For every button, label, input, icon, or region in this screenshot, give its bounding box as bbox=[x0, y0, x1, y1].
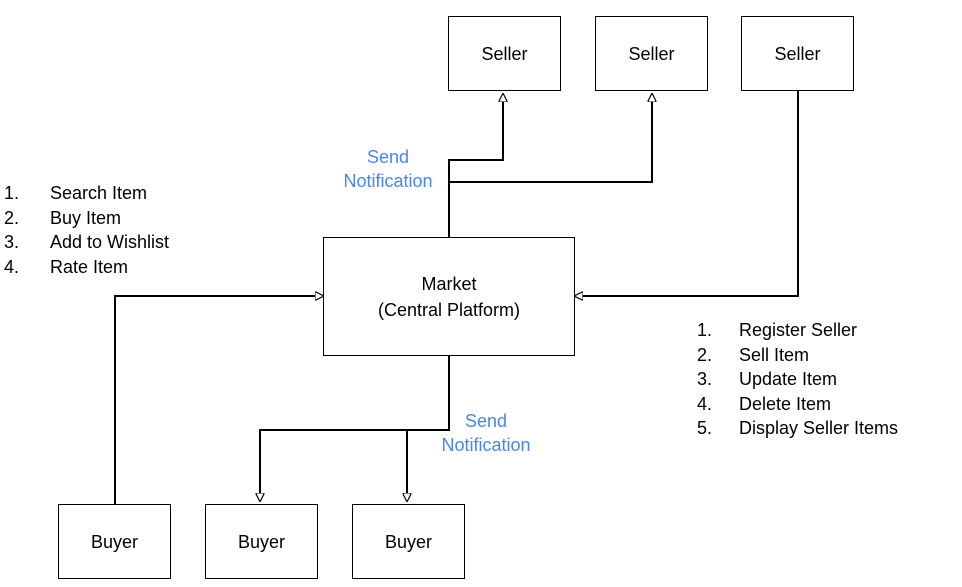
market-subtitle: (Central Platform) bbox=[377, 299, 521, 320]
list-text: Rate Item bbox=[50, 256, 129, 277]
list-number: 3. bbox=[4, 232, 20, 252]
market-to-seller-1-arrow bbox=[448, 94, 503, 238]
list-text: Add to Wishlist bbox=[50, 232, 170, 252]
list-text: Sell Item bbox=[739, 344, 810, 365]
seller-actions-list: 1. Register Seller 2. Sell Item 3. Updat… bbox=[697, 318, 898, 441]
list-item: 3. Update Item bbox=[697, 367, 898, 392]
seller-label: Seller bbox=[628, 43, 675, 64]
list-text: Search Item bbox=[50, 183, 148, 203]
list-number: 2. bbox=[697, 344, 713, 365]
buyer-label: Buyer bbox=[237, 531, 286, 552]
list-number: 1. bbox=[697, 320, 713, 340]
seller-box-3: Seller bbox=[741, 16, 854, 91]
list-item: 1. Search Item bbox=[4, 181, 169, 206]
list-number: 4. bbox=[697, 393, 713, 414]
list-text: Buy Item bbox=[50, 207, 122, 228]
list-text: Delete Item bbox=[739, 393, 832, 414]
notification-line: Notification bbox=[441, 435, 531, 455]
buyer-box-1: Buyer bbox=[58, 504, 171, 579]
list-item: 3. Add to Wishlist bbox=[4, 230, 169, 255]
list-item: 2. Buy Item bbox=[4, 206, 169, 231]
buyer-label: Buyer bbox=[90, 531, 139, 552]
market-box: Market (Central Platform) bbox=[323, 237, 575, 356]
notification-line: Send bbox=[366, 147, 410, 167]
seller-box-1: Seller bbox=[448, 16, 561, 91]
seller-label: Seller bbox=[481, 43, 528, 64]
list-number: 4. bbox=[4, 256, 20, 277]
buyer-box-2: Buyer bbox=[205, 504, 318, 579]
list-item: 5. Display Seller Items bbox=[697, 416, 898, 441]
list-item: 4. Rate Item bbox=[4, 255, 169, 280]
buyer-label: Buyer bbox=[384, 531, 433, 552]
seller-label: Seller bbox=[774, 43, 821, 64]
buyer-actions-list: 1. Search Item 2. Buy Item 3. Add to Wis… bbox=[4, 181, 169, 279]
buyer-box-3: Buyer bbox=[352, 504, 465, 579]
list-item: 2. Sell Item bbox=[697, 343, 898, 368]
list-item: 1. Register Seller bbox=[697, 318, 898, 343]
list-number: 3. bbox=[697, 369, 713, 389]
list-item: 4. Delete Item bbox=[697, 392, 898, 417]
list-number: 5. bbox=[697, 418, 713, 438]
seller-3-to-market-arrow bbox=[575, 91, 799, 296]
market-title: Market bbox=[421, 273, 477, 294]
list-number: 2. bbox=[4, 207, 20, 228]
list-text: Display Seller Items bbox=[739, 418, 899, 438]
seller-box-2: Seller bbox=[595, 16, 708, 91]
send-notification-top-label: Send Notification bbox=[326, 145, 450, 193]
market-to-buyer-2-arrow bbox=[260, 356, 450, 501]
list-text: Register Seller bbox=[739, 320, 858, 340]
notification-line: Notification bbox=[343, 171, 433, 191]
list-number: 1. bbox=[4, 183, 20, 203]
list-text: Update Item bbox=[739, 369, 838, 389]
market-to-seller-2-arrow bbox=[449, 94, 652, 183]
send-notification-bottom-label: Send Notification bbox=[424, 409, 548, 457]
buyer-1-to-market-arrow bbox=[114, 296, 323, 504]
notification-line: Send bbox=[464, 411, 508, 431]
